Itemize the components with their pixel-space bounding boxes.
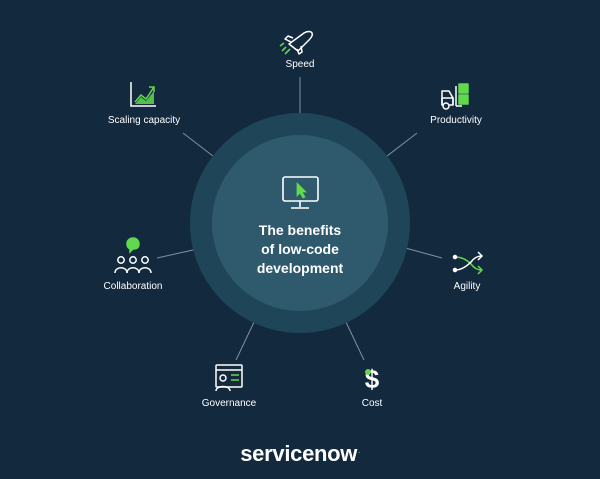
label-speed: Speed xyxy=(285,59,315,70)
dollar-icon: $ xyxy=(365,364,380,394)
center-title: The benefits of low-code development xyxy=(230,221,370,278)
center-title-line-3: development xyxy=(256,260,344,276)
connector-cost xyxy=(343,317,365,361)
connector-governance xyxy=(235,317,257,361)
forklift-icon xyxy=(441,83,469,110)
user-dashboard-icon xyxy=(215,364,243,392)
team-chat-icon xyxy=(114,237,152,274)
center-title-line-2: of low-code xyxy=(261,241,339,257)
label-productivity: Productivity xyxy=(430,115,482,126)
svg-text:$: $ xyxy=(365,364,380,394)
airplane-icon xyxy=(279,30,313,55)
monitor-cursor-icon xyxy=(282,176,319,209)
brand-mark: . xyxy=(358,447,360,455)
label-governance: Governance xyxy=(201,398,257,409)
inner-circle xyxy=(212,135,388,311)
shuffle-arrows-icon xyxy=(452,251,484,275)
label-collaboration: Collaboration xyxy=(103,281,163,292)
servicenow-logo: servicenow. xyxy=(240,441,360,467)
brand-name: servicenow xyxy=(240,441,358,466)
center-title-line-1: The benefits xyxy=(258,222,342,238)
growth-chart-icon xyxy=(130,82,156,107)
connector-lines xyxy=(156,77,443,361)
label-cost: Cost xyxy=(361,398,383,409)
label-scaling-capacity: Scaling capacity xyxy=(107,115,181,126)
label-agility: Agility xyxy=(453,281,481,292)
